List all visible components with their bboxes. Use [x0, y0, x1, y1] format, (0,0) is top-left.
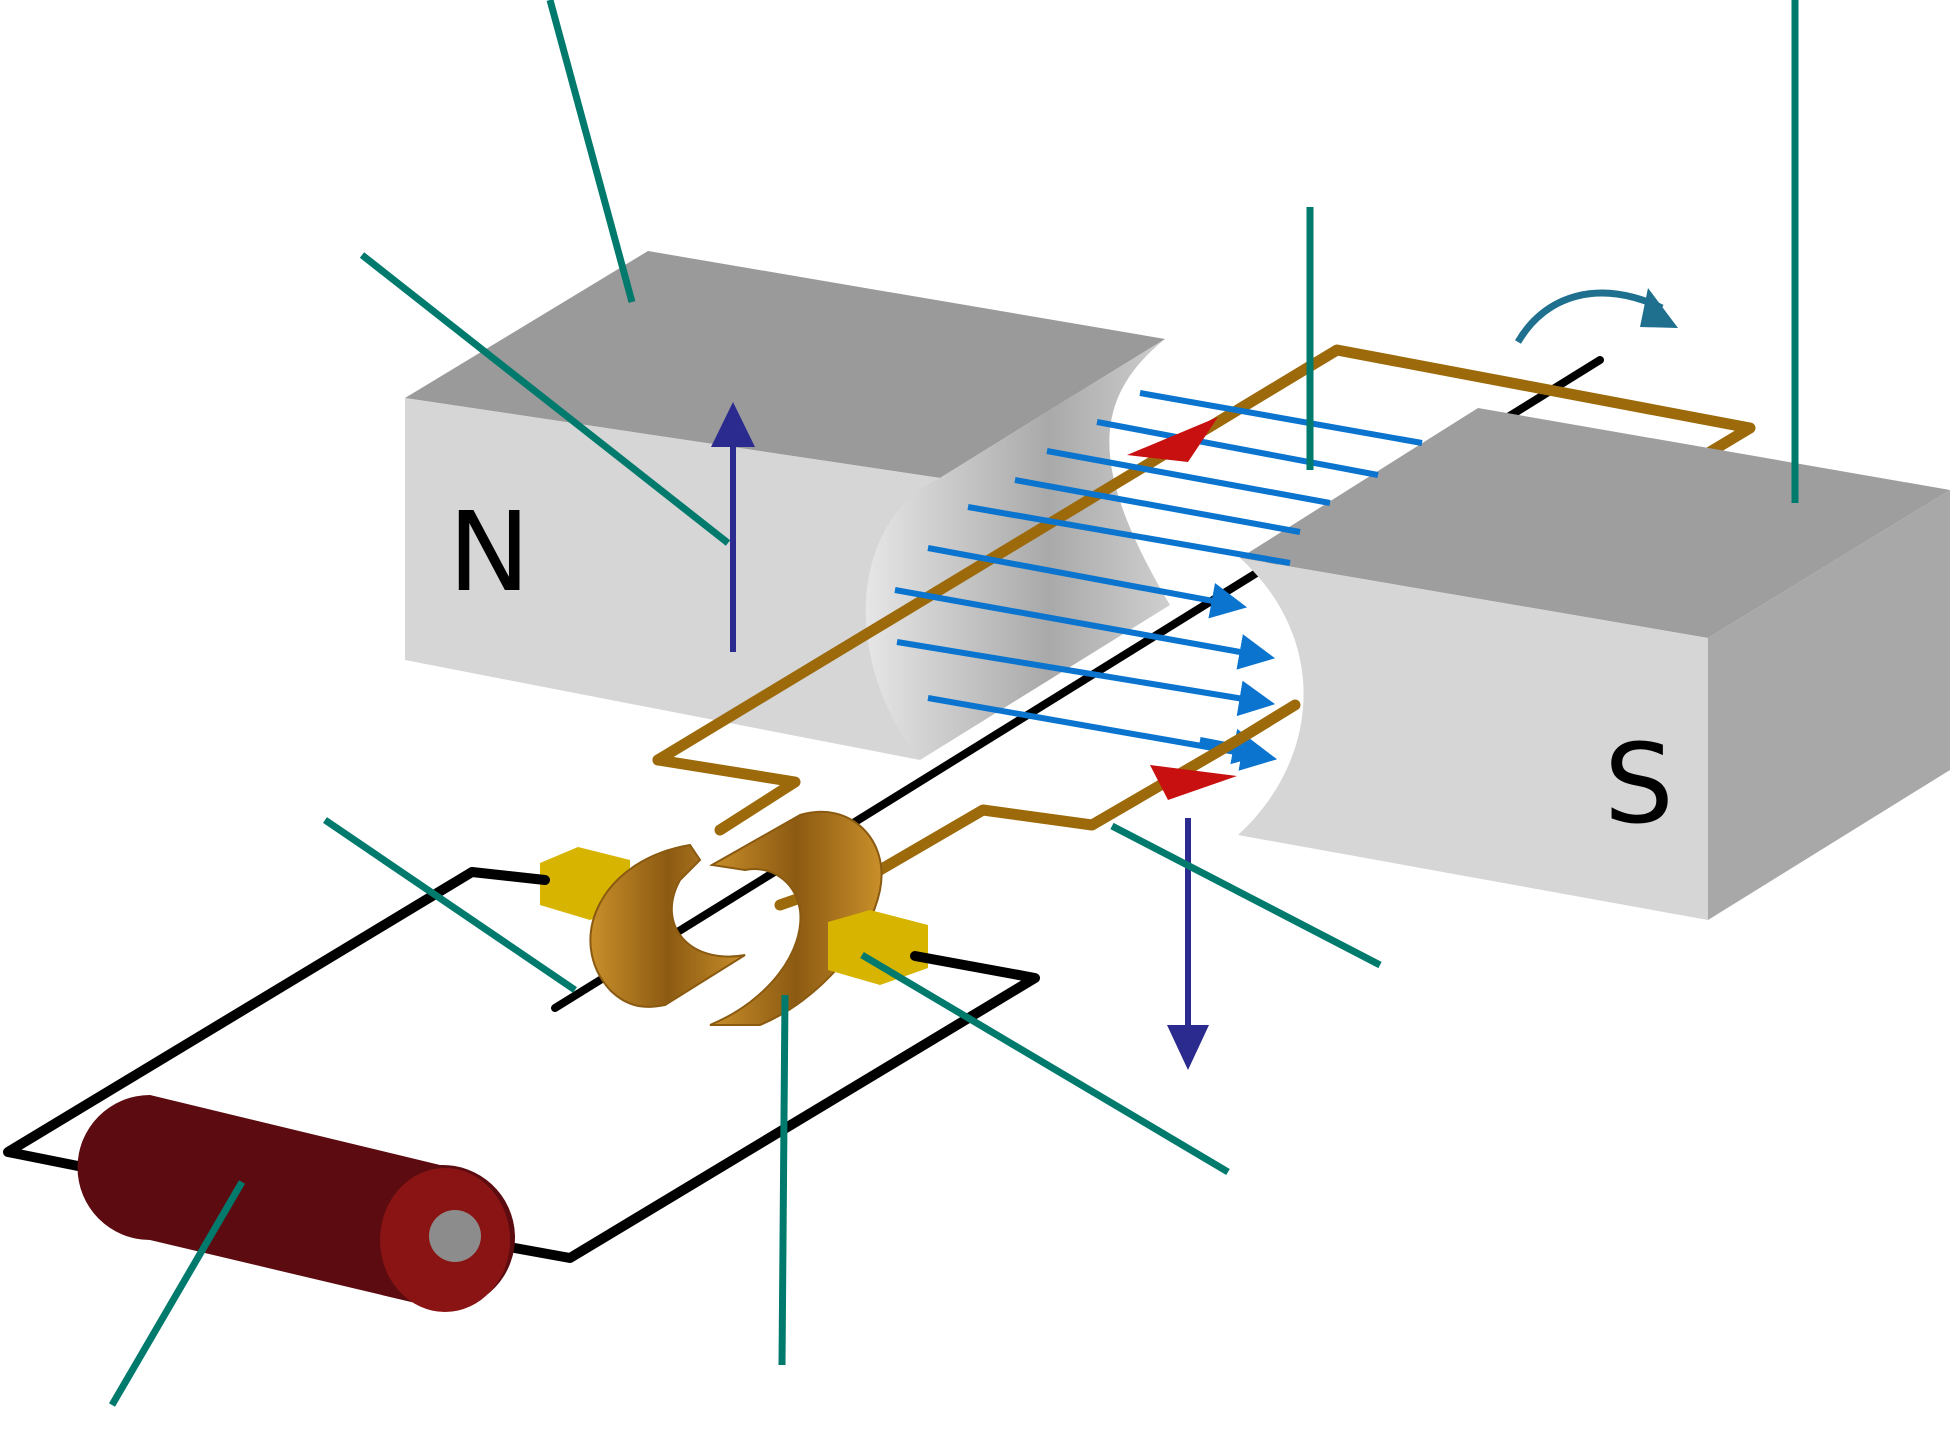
north-pole-label: N [448, 488, 530, 616]
circuit-wire [465, 951, 1040, 1263]
current-direction-triangle [1127, 417, 1218, 462]
leader-line [778, 994, 789, 1366]
leader-line [323, 817, 577, 993]
field-line [896, 639, 1276, 717]
current-direction-triangle [1150, 765, 1237, 800]
field-line [927, 545, 1248, 619]
brush-right [828, 910, 928, 985]
leader-line [546, 0, 636, 303]
armature-coil [652, 344, 1756, 766]
leader-lines [108, 0, 1799, 1407]
commutator-segment-right [708, 810, 883, 1026]
leader-line [1110, 822, 1382, 969]
south-magnet: S [1238, 408, 1950, 920]
curved-rotation-arrow [1514, 288, 1678, 344]
force-arrow-down [1167, 818, 1209, 1070]
leader-line [108, 1180, 246, 1407]
field-line [1096, 419, 1379, 478]
commutator-segment-left [589, 843, 746, 1008]
force-arrow-up [711, 402, 755, 652]
north-magnet-top [405, 251, 1165, 478]
commutator [540, 810, 928, 1026]
south-pole-label: S [1604, 720, 1674, 848]
leader-line [359, 252, 731, 546]
field-line [967, 504, 1291, 566]
south-magnet-front [1238, 558, 1708, 920]
circuit-wire [3, 867, 550, 1173]
field-line [927, 695, 1278, 771]
battery-terminal [429, 1210, 481, 1262]
magnetic-field-lines [894, 390, 1423, 771]
field-line [1014, 477, 1301, 535]
battery [77, 1095, 515, 1312]
field-line [1139, 390, 1423, 446]
armature-coil-lead [652, 754, 801, 836]
south-magnet-side [1708, 490, 1950, 920]
field-line [1046, 448, 1331, 506]
north-magnet-curved-face [865, 339, 1170, 760]
south-magnet-top [1240, 408, 1950, 638]
field-line [894, 587, 1276, 670]
leader-line [860, 951, 1230, 1176]
